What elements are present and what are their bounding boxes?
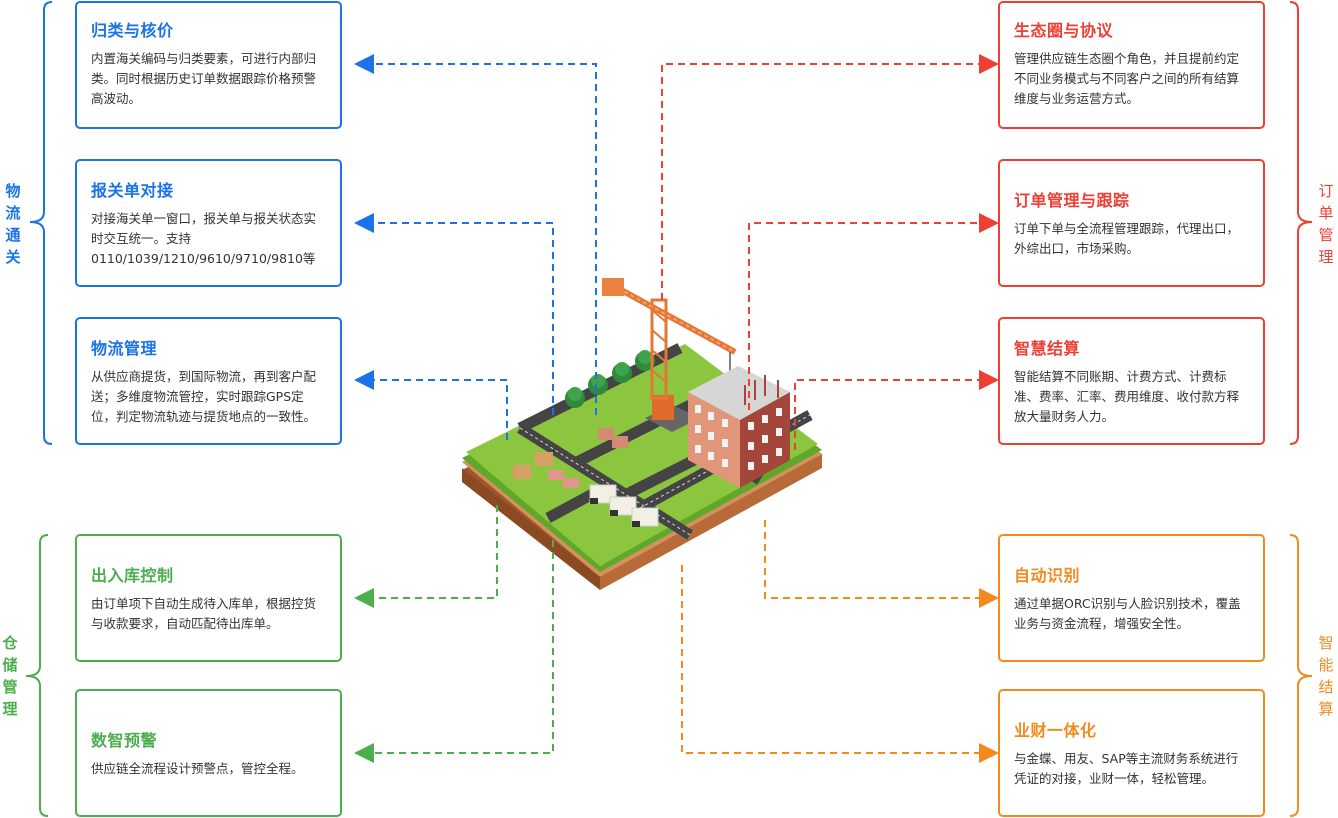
card-title: 报关单对接 xyxy=(91,181,174,200)
card-title: 归类与核价 xyxy=(91,21,174,40)
card-desc: 对接海关单一窗口，报关单与报关状态实时交互统一。支持0110/1039/1210… xyxy=(91,211,317,266)
card-smart-settle: 智慧结算 智能结算不同账期、计费方式、计费标准、费率、汇率、费用维度、收付款方释… xyxy=(998,317,1265,445)
card-desc: 通过单据ORC识别与人脸识别技术，覆盖业务与资金流程，增强安全性。 xyxy=(1014,596,1241,631)
card-finance: 业财一体化 与金蝶、用友、SAP等主流财务系统进行凭证的对接，业财一体，轻松管理… xyxy=(998,689,1265,817)
card-desc: 管理供应链生态圈个角色，并且提前约定不同业务模式与不同客户之间的所有结算维度与业… xyxy=(1014,51,1240,106)
card-title: 物流管理 xyxy=(91,339,158,358)
group-label-settlement: 智 能 结 算 xyxy=(1318,634,1334,718)
trucks xyxy=(589,484,659,527)
card-auto-recog: 自动识别 通过单据ORC识别与人脸识别技术，覆盖业务与资金流程，增强安全性。 xyxy=(998,534,1265,662)
crane xyxy=(602,278,737,432)
card-logistics-mgmt: 物流管理 从供应商提货，到国际物流，再到客户配送；多维度物流管控，实时跟踪GPS… xyxy=(75,317,342,445)
card-ecosystem: 生态圈与协议 管理供应链生态圈个角色，并且提前约定不同业务模式与不同客户之间的所… xyxy=(998,1,1265,129)
card-desc: 由订单项下自动生成待入库单，根据控货与收款要求，自动匹配待出库单。 xyxy=(91,596,317,631)
group-label-warehouse: 仓 储 管 理 xyxy=(2,634,18,718)
card-desc: 内置海关编码与归类要素，可进行内部归类。同时根据历史订单数据跟踪价格预警高波动。 xyxy=(91,51,317,106)
card-warning: 数智预警 供应链全流程设计预警点，管控全程。 xyxy=(75,689,342,817)
group-label-order: 订 单 管 理 xyxy=(1318,182,1334,266)
cargo-crates xyxy=(513,428,628,488)
group-label-logistics: 物 流 通 关 xyxy=(5,182,21,266)
card-classify: 归类与核价 内置海关编码与归类要素，可进行内部归类。同时根据历史订单数据跟踪价格… xyxy=(75,1,342,129)
card-desc: 智能结算不同账期、计费方式、计费标准、费率、汇率、费用维度、收付款方释放大量财务… xyxy=(1014,369,1240,424)
card-inout: 出入库控制 由订单项下自动生成待入库单，根据控货与收款要求，自动匹配待出库单。 xyxy=(75,534,342,662)
card-desc: 与金蝶、用友、SAP等主流财务系统进行凭证的对接，业财一体，轻松管理。 xyxy=(1014,751,1239,786)
card-title: 数智预警 xyxy=(91,731,158,750)
card-order-track: 订单管理与跟踪 订单下单与全流程管理跟踪，代理出口，外综出口，市场采购。 xyxy=(998,159,1265,287)
card-title: 智慧结算 xyxy=(1014,339,1081,358)
card-title: 自动识别 xyxy=(1014,566,1081,585)
card-title: 生态圈与协议 xyxy=(1014,21,1114,40)
card-desc: 从供应商提货，到国际物流，再到客户配送；多维度物流管控，实时跟踪GPS定位，判定… xyxy=(91,369,317,424)
card-desc: 订单下单与全流程管理跟踪，代理出口，外综出口，市场采购。 xyxy=(1014,221,1240,256)
card-title: 出入库控制 xyxy=(91,566,174,585)
card-declaration: 报关单对接 对接海关单一窗口，报关单与报关状态实时交互统一。支持0110/103… xyxy=(75,159,342,287)
card-desc: 供应链全流程设计预警点，管控全程。 xyxy=(91,761,304,776)
card-title: 订单管理与跟踪 xyxy=(1014,191,1130,210)
card-title: 业财一体化 xyxy=(1014,721,1097,740)
